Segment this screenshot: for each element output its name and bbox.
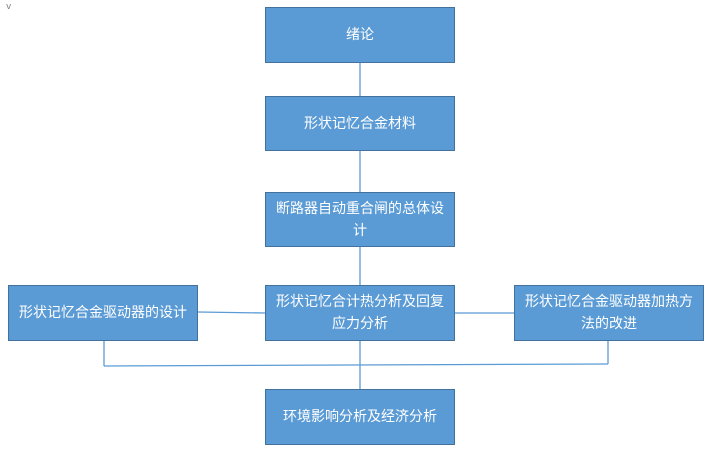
- node-heating-improvement[interactable]: 形状记忆合金驱动器加热方法的改进: [514, 285, 704, 341]
- node-intro[interactable]: 绪论: [265, 7, 455, 63]
- node-env-econ-label: 环境影响分析及经济分析: [283, 409, 437, 425]
- node-overall-design-label: 断路器自动重合闸的总体设计: [276, 200, 444, 239]
- node-materials-label: 形状记忆合金材料: [304, 115, 416, 132]
- node-env-econ[interactable]: 环境影响分析及经济分析: [265, 389, 455, 445]
- node-intro-label: 绪论: [346, 27, 374, 43]
- connector-driver-thermal: [197, 311, 266, 314]
- node-thermal-analysis-label: 形状记忆合计热分析及回复应力分析: [276, 294, 444, 332]
- node-driver-design[interactable]: 形状记忆合金驱动器的设计: [8, 285, 198, 341]
- node-thermal-analysis[interactable]: 形状记忆合计热分析及回复应力分析: [265, 285, 455, 341]
- node-heating-improvement-label: 形状记忆合金驱动器加热方法的改进: [525, 294, 693, 332]
- node-overall-design[interactable]: 断路器自动重合闸的总体设计: [265, 192, 455, 247]
- node-materials[interactable]: 形状记忆合金材料: [265, 96, 455, 151]
- connector-merge-bar: [103, 363, 609, 367]
- corner-caret-icon: v: [6, 2, 12, 12]
- node-driver-design-label: 形状记忆合金驱动器的设计: [19, 305, 187, 321]
